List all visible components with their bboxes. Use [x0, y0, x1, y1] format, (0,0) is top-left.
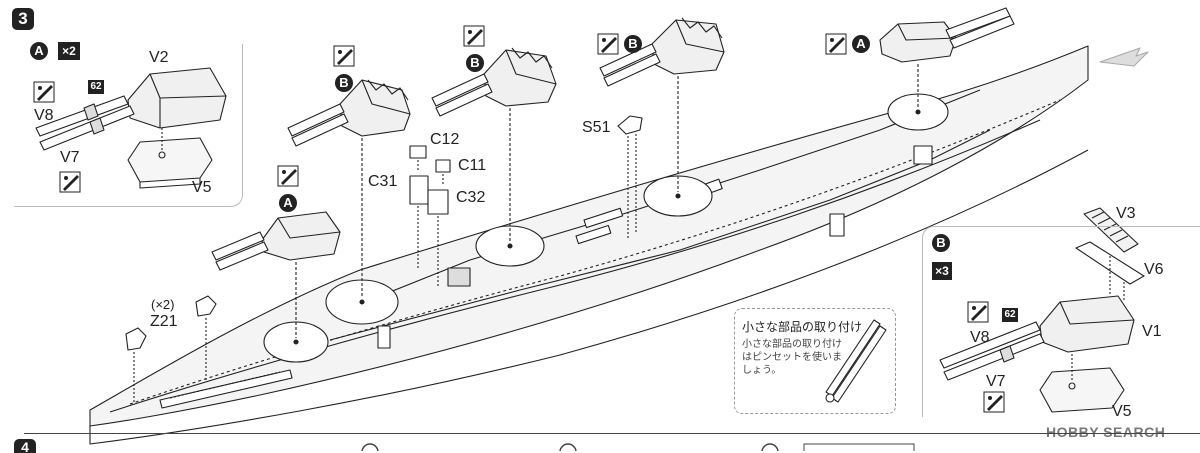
tip-box [734, 308, 896, 414]
quantity-badge: ×2 [58, 42, 80, 60]
part-label-v7: V7 [60, 149, 80, 166]
part-label-v5: V5 [192, 179, 212, 196]
part-z21 [125, 295, 217, 404]
part-label-c31: C31 [368, 173, 398, 190]
part-label-v3: V3 [1116, 205, 1136, 222]
part-62-badge-b: 62 [1002, 308, 1018, 322]
step-4-markers [361, 443, 915, 451]
turret-4 [599, 17, 725, 192]
variant-a-badge: A [30, 42, 48, 60]
step-number-badge: 3 [12, 8, 34, 30]
panel-b-frame [922, 226, 1200, 417]
part-label-v7-b: V7 [986, 373, 1006, 390]
step-4-badge: 4 [14, 439, 36, 453]
step-4-header: 4 [14, 433, 1200, 453]
part-label-c32: C32 [456, 189, 486, 206]
panel-a-turret [35, 67, 227, 189]
part-label-v1: V1 [1142, 323, 1162, 340]
turret-5 [879, 7, 1015, 108]
ship-hull [89, 45, 1089, 445]
part-s51 [617, 115, 643, 240]
turret-5-variant-badge: A [852, 35, 870, 53]
part-c12-c11-group [409, 145, 451, 286]
tweezers-illustration [825, 319, 887, 403]
turret-2 [287, 79, 411, 298]
part-label-z21: Z21 [150, 313, 178, 330]
part-label-v5-b: V5 [1112, 403, 1132, 420]
tip-title: 小さな部品の取り付け [742, 320, 863, 334]
barbette-1 [263, 321, 329, 363]
turret-4-variant-badge: B [624, 35, 642, 53]
tool-icons [33, 25, 1005, 413]
barbette-4 [643, 175, 713, 217]
part-label-z21-qty: (×2) [151, 297, 175, 312]
panel-b-turret [939, 207, 1145, 413]
turret-1-variant-badge: A [279, 194, 297, 212]
turret-3-variant-badge: B [466, 54, 484, 72]
part-label-v8: V8 [34, 107, 54, 124]
panel-a-frame [14, 44, 243, 207]
part-62-badge: 62 [88, 80, 104, 94]
part-label-c12: C12 [430, 131, 460, 148]
part-label-v6: V6 [1144, 261, 1164, 278]
barbette-3 [475, 225, 545, 267]
turret-1 [211, 211, 341, 338]
tip-text: 小さな部品の取り付けはピンセットを使いましょう。 [742, 339, 842, 376]
variant-b-badge: B [932, 234, 950, 252]
turret-2-variant-badge: B [335, 74, 353, 92]
barbette-2 [325, 279, 399, 325]
part-label-v8-b: V8 [970, 329, 990, 346]
quantity-badge-b: ×3 [932, 262, 952, 280]
part-label-s51: S51 [582, 119, 611, 136]
watermark: HOBBY SEARCH [1046, 424, 1166, 440]
turret-3 [431, 47, 557, 242]
part-label-c11: C11 [458, 157, 487, 174]
part-label-v2: V2 [149, 49, 169, 66]
